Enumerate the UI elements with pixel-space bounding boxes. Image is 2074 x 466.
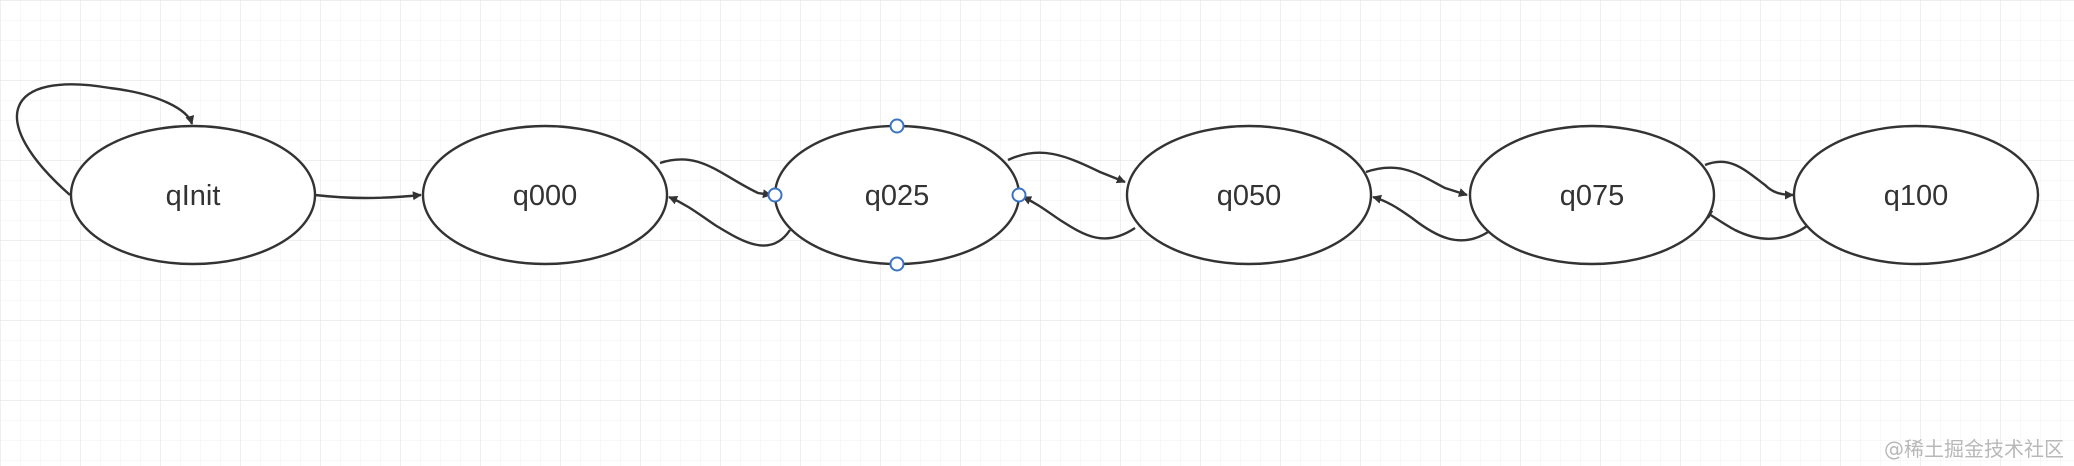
selection-handle-right[interactable] [1011, 187, 1027, 203]
edge-q000-to-q025[interactable] [659, 158, 772, 199]
state-node-label: q050 [1217, 180, 1282, 212]
state-node-qInit[interactable]: qInit [69, 124, 317, 266]
nodes-layer: qInit q000 q025 q050 q075 q100 [69, 124, 2040, 266]
edge-q050-to-q025[interactable] [1022, 195, 1136, 240]
edge-q050-to-q075[interactable] [1365, 166, 1468, 197]
edge-q075-to-q050[interactable] [1372, 194, 1489, 242]
watermark-text: @稀土掘金技术社区 [1884, 437, 2064, 461]
edge-q025-to-q050[interactable] [1007, 151, 1126, 184]
state-node-shape [421, 124, 669, 266]
edge-q025-to-q000[interactable] [668, 195, 791, 247]
state-node-q100[interactable]: q100 [1792, 124, 2040, 266]
selection-handles [767, 118, 1027, 272]
state-node-q025[interactable]: q025 [773, 124, 1021, 266]
state-node-shape [1792, 124, 2040, 266]
edge-q100-to-q075[interactable] [1703, 209, 1808, 240]
state-node-label: q025 [865, 180, 930, 212]
state-node-q050[interactable]: q050 [1125, 124, 1373, 266]
state-node-q075[interactable]: q075 [1468, 124, 1716, 266]
selection-handle-left[interactable] [767, 187, 783, 203]
edges-layer [15, 83, 1808, 247]
state-node-label: q100 [1884, 180, 1949, 212]
state-node-label: q075 [1560, 180, 1625, 212]
selection-handle-bottom[interactable] [889, 256, 905, 272]
edge-qInit-to-qInit[interactable] [15, 83, 195, 196]
state-node-q000[interactable]: q000 [421, 124, 669, 266]
state-node-label: q000 [513, 180, 578, 212]
edge-qInit-to-q000[interactable] [314, 191, 422, 201]
state-node-shape [69, 124, 317, 266]
selection-handle-top[interactable] [889, 118, 905, 134]
state-node-shape [1125, 124, 1373, 266]
state-node-shape [1468, 124, 1716, 266]
edge-q075-to-q100[interactable] [1704, 160, 1794, 200]
state-node-label: qInit [166, 180, 221, 212]
